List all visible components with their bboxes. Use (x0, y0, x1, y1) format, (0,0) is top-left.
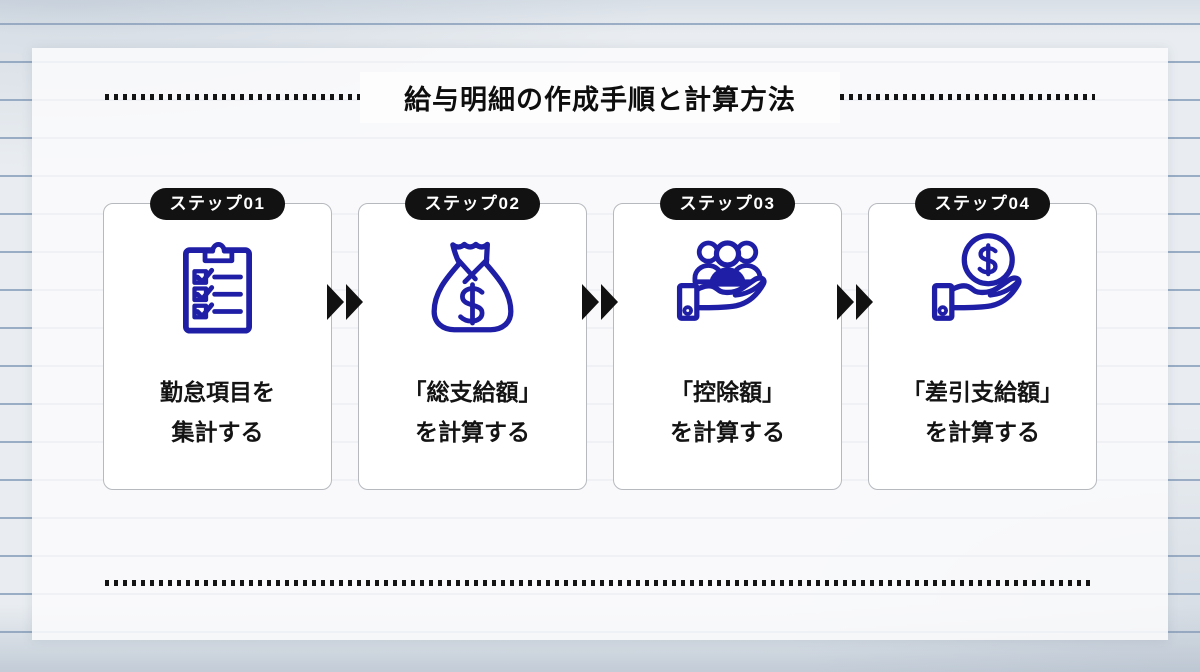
step-label-4: 「差引支給額」 を計算する (902, 372, 1063, 452)
step-label-3-line1: 「控除額」 (670, 379, 785, 405)
step-label-1-line1: 勤怠項目を (160, 379, 275, 405)
step-label-1: 勤怠項目を 集計する (160, 372, 275, 452)
step-label-2-line1: 「総支給額」 (403, 379, 542, 405)
double-chevron-right-icon (837, 284, 873, 320)
title-divider-right-dots (840, 94, 1095, 100)
step-label-3-line2: を計算する (670, 419, 785, 445)
step-badge-3: ステップ03 (659, 188, 796, 221)
step-card-4: ステップ04 「差引支給額」 を計算する (868, 188, 1097, 490)
step-card-1: ステップ01 勤怠項目を 集計する (103, 188, 332, 490)
step-label-2: 「総支給額」 を計算する (404, 372, 542, 452)
people-in-hand-icon (670, 231, 785, 346)
step-label-3: 「控除額」 を計算する (670, 372, 785, 452)
double-chevron-right-icon (582, 284, 618, 320)
step-label-2-line2: を計算する (415, 419, 530, 445)
step-arrow-1 (327, 203, 363, 488)
coin-in-hand-icon (925, 231, 1040, 346)
steps-row: ステップ01 勤怠項目を 集計する (32, 188, 1168, 490)
money-bag-icon (415, 231, 530, 346)
bottom-divider-dots (105, 580, 1095, 586)
title-divider-left-dots (105, 94, 360, 100)
content-panel: 給与明細の作成手順と計算方法 ステップ01 (32, 48, 1168, 640)
step-card-2: ステップ02 「総支給額」 を計算する (358, 188, 587, 490)
page-title: 給与明細の作成手順と計算方法 (360, 71, 840, 123)
step-arrow-2 (582, 203, 618, 488)
title-row: 給与明細の作成手順と計算方法 (105, 71, 1095, 123)
step-badge-4: ステップ04 (914, 188, 1051, 221)
step-label-4-line1: 「差引支給額」 (902, 379, 1063, 405)
step-label-1-line2: 集計する (171, 419, 264, 445)
step-badge-2: ステップ02 (404, 188, 541, 221)
double-chevron-right-icon (327, 284, 363, 320)
step-badge-1: ステップ01 (149, 188, 286, 221)
step-arrow-3 (837, 203, 873, 488)
step-card-3: ステップ03 「控除額」 を計算する (613, 188, 842, 490)
checklist-clipboard-icon (160, 231, 275, 346)
step-label-4-line2: を計算する (925, 419, 1040, 445)
